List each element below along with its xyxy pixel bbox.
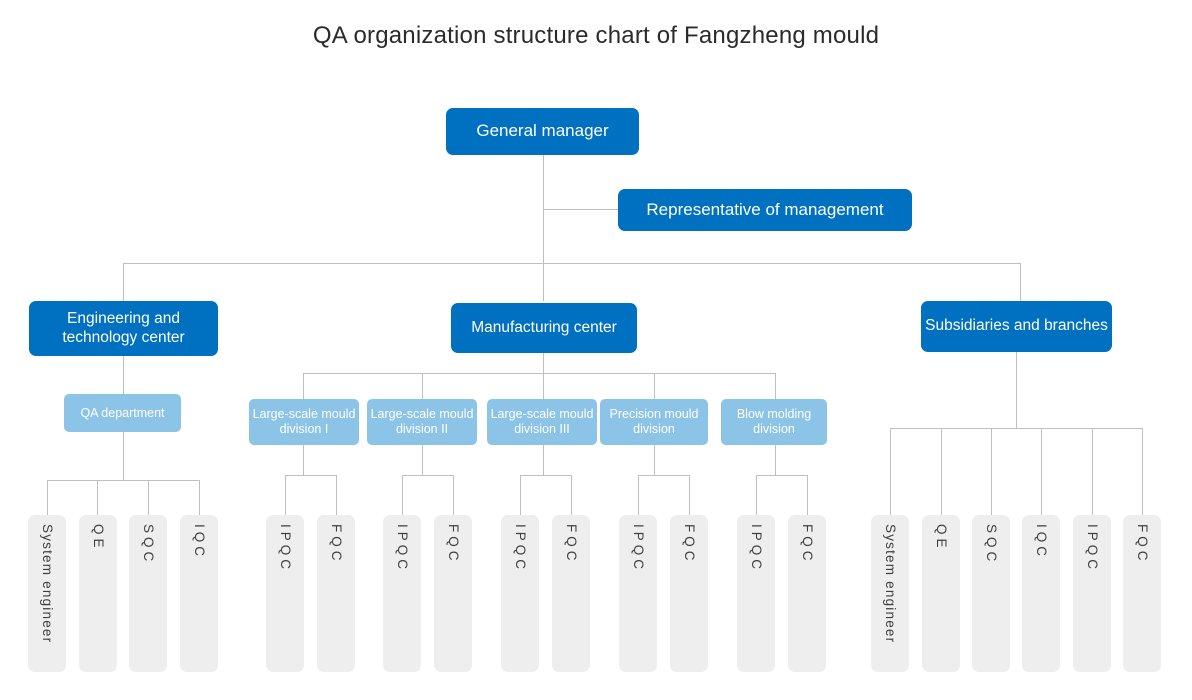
connector-gm-to-representative [543, 209, 619, 210]
leaf-division2-fqc[interactable]: FQC [434, 515, 472, 672]
connector-division5-drop-ipqc [756, 475, 757, 515]
connector-subsidiaries-bus [890, 428, 1142, 429]
leaf-subsidiaries-ipqc[interactable]: IPQC [1073, 515, 1111, 672]
connector-division-drop-5 [775, 373, 776, 399]
connector-manufacturing-stem [543, 353, 544, 373]
connector-division4-bus [638, 475, 689, 476]
connector-division-drop-1 [303, 373, 304, 399]
connector-division1-drop-fqc [336, 475, 337, 515]
leaf-label: FQC [681, 524, 697, 565]
node-subsidiaries-and-branches[interactable]: Subsidiaries and branches [921, 301, 1112, 352]
node-representative-of-management[interactable]: Representative of management [618, 189, 912, 231]
connector-division3-drop-fqc [571, 475, 572, 515]
connector-division3-bus [520, 475, 571, 476]
leaf-label: FQC [799, 524, 815, 565]
leaf-subsidiaries-qe[interactable]: QE [922, 515, 960, 672]
connector-division4-drop-fqc [689, 475, 690, 515]
leaf-label: SQC [983, 524, 999, 566]
node-engineering-and-technology-center[interactable]: Engineering and technology center [29, 301, 218, 356]
connector-qa-drop-1 [47, 480, 48, 515]
node-large-scale-mould-division-1[interactable]: Large-scale mould division I [249, 399, 359, 445]
node-qa-department[interactable]: QA department [64, 394, 181, 432]
leaf-label: IPQC [394, 524, 410, 574]
connector-subsidiaries-drop-2 [941, 428, 942, 515]
node-large-scale-mould-division-3[interactable]: Large-scale mould division III [487, 399, 597, 445]
connector-division-drop-4 [654, 373, 655, 399]
connector-subsidiaries-drop-4 [1041, 428, 1042, 515]
leaf-division5-ipqc[interactable]: IPQC [737, 515, 775, 672]
connector-level2-drop-engineering [123, 263, 124, 301]
connector-level2-drop-subsidiaries [1020, 263, 1021, 301]
connector-level2-bus [123, 263, 1020, 264]
leaf-qa-system-engineer[interactable]: System engineer [28, 515, 66, 672]
connector-level2-drop-manufacturing [543, 263, 544, 301]
connector-subsidiaries-drop-3 [991, 428, 992, 515]
leaf-subsidiaries-iqc[interactable]: IQC [1022, 515, 1060, 672]
leaf-label: IPQC [512, 524, 528, 574]
connector-subsidiaries-drop-5 [1092, 428, 1093, 515]
leaf-label: System engineer [39, 524, 55, 644]
connector-division5-stem [775, 445, 776, 475]
leaf-label: System engineer [882, 524, 898, 644]
connector-division2-drop-ipqc [402, 475, 403, 515]
leaf-division2-ipqc[interactable]: IPQC [383, 515, 421, 672]
leaf-division4-ipqc[interactable]: IPQC [619, 515, 657, 672]
leaf-division5-fqc[interactable]: FQC [788, 515, 826, 672]
connector-subsidiaries-stem [1016, 352, 1017, 428]
leaf-division1-fqc[interactable]: FQC [317, 515, 355, 672]
connector-division-drop-3 [543, 373, 544, 399]
leaf-label: IPQC [1084, 524, 1100, 574]
connector-subsidiaries-drop-1 [890, 428, 891, 515]
connector-qa-drop-4 [199, 480, 200, 515]
leaf-qa-qe[interactable]: QE [79, 515, 117, 672]
connector-division4-stem [654, 445, 655, 475]
node-blow-molding-division[interactable]: Blow molding division [721, 399, 827, 445]
connector-division-drop-2 [422, 373, 423, 399]
node-general-manager[interactable]: General manager [446, 108, 639, 155]
node-large-scale-mould-division-2[interactable]: Large-scale mould division II [367, 399, 477, 445]
leaf-label: IPQC [277, 524, 293, 574]
leaf-label: FQC [445, 524, 461, 565]
leaf-label: SQC [140, 524, 156, 566]
leaf-label: IPQC [748, 524, 764, 574]
leaf-label: IPQC [630, 524, 646, 574]
page-title: QA organization structure chart of Fangz… [312, 22, 880, 49]
leaf-subsidiaries-fqc[interactable]: FQC [1123, 515, 1161, 672]
node-manufacturing-center[interactable]: Manufacturing center [451, 303, 637, 353]
connector-division4-drop-ipqc [638, 475, 639, 515]
leaf-division3-ipqc[interactable]: IPQC [501, 515, 539, 672]
connector-division2-stem [422, 445, 423, 475]
leaf-label: IQC [1033, 524, 1049, 561]
connector-division1-bus [285, 475, 336, 476]
connector-division5-drop-fqc [807, 475, 808, 515]
leaf-label: FQC [328, 524, 344, 565]
connector-division3-drop-ipqc [520, 475, 521, 515]
connector-division3-stem [543, 445, 544, 475]
leaf-qa-sqc[interactable]: SQC [129, 515, 167, 672]
connector-qa-bus [47, 480, 199, 481]
connector-engineering-to-qa [123, 356, 124, 394]
node-precision-mould-division[interactable]: Precision mould division [600, 399, 708, 445]
leaf-division1-ipqc[interactable]: IPQC [266, 515, 304, 672]
leaf-label: FQC [563, 524, 579, 565]
connector-division2-bus [402, 475, 453, 476]
connector-divisions-bus [303, 373, 776, 374]
connector-division1-drop-ipqc [285, 475, 286, 515]
leaf-division3-fqc[interactable]: FQC [552, 515, 590, 672]
leaf-label: QE [90, 524, 106, 552]
connector-division1-stem [303, 445, 304, 475]
connector-division2-drop-fqc [453, 475, 454, 515]
connector-qa-drop-2 [97, 480, 98, 515]
leaf-label: FQC [1134, 524, 1150, 565]
leaf-label: QE [933, 524, 949, 552]
connector-qa-stem [123, 432, 124, 480]
leaf-label: IQC [191, 524, 207, 561]
leaf-division4-fqc[interactable]: FQC [670, 515, 708, 672]
connector-division5-bus [756, 475, 807, 476]
leaf-qa-iqc[interactable]: IQC [180, 515, 218, 672]
connector-qa-drop-3 [148, 480, 149, 515]
connector-subsidiaries-drop-6 [1142, 428, 1143, 515]
leaf-subsidiaries-system-engineer[interactable]: System engineer [871, 515, 909, 672]
leaf-subsidiaries-sqc[interactable]: SQC [972, 515, 1010, 672]
